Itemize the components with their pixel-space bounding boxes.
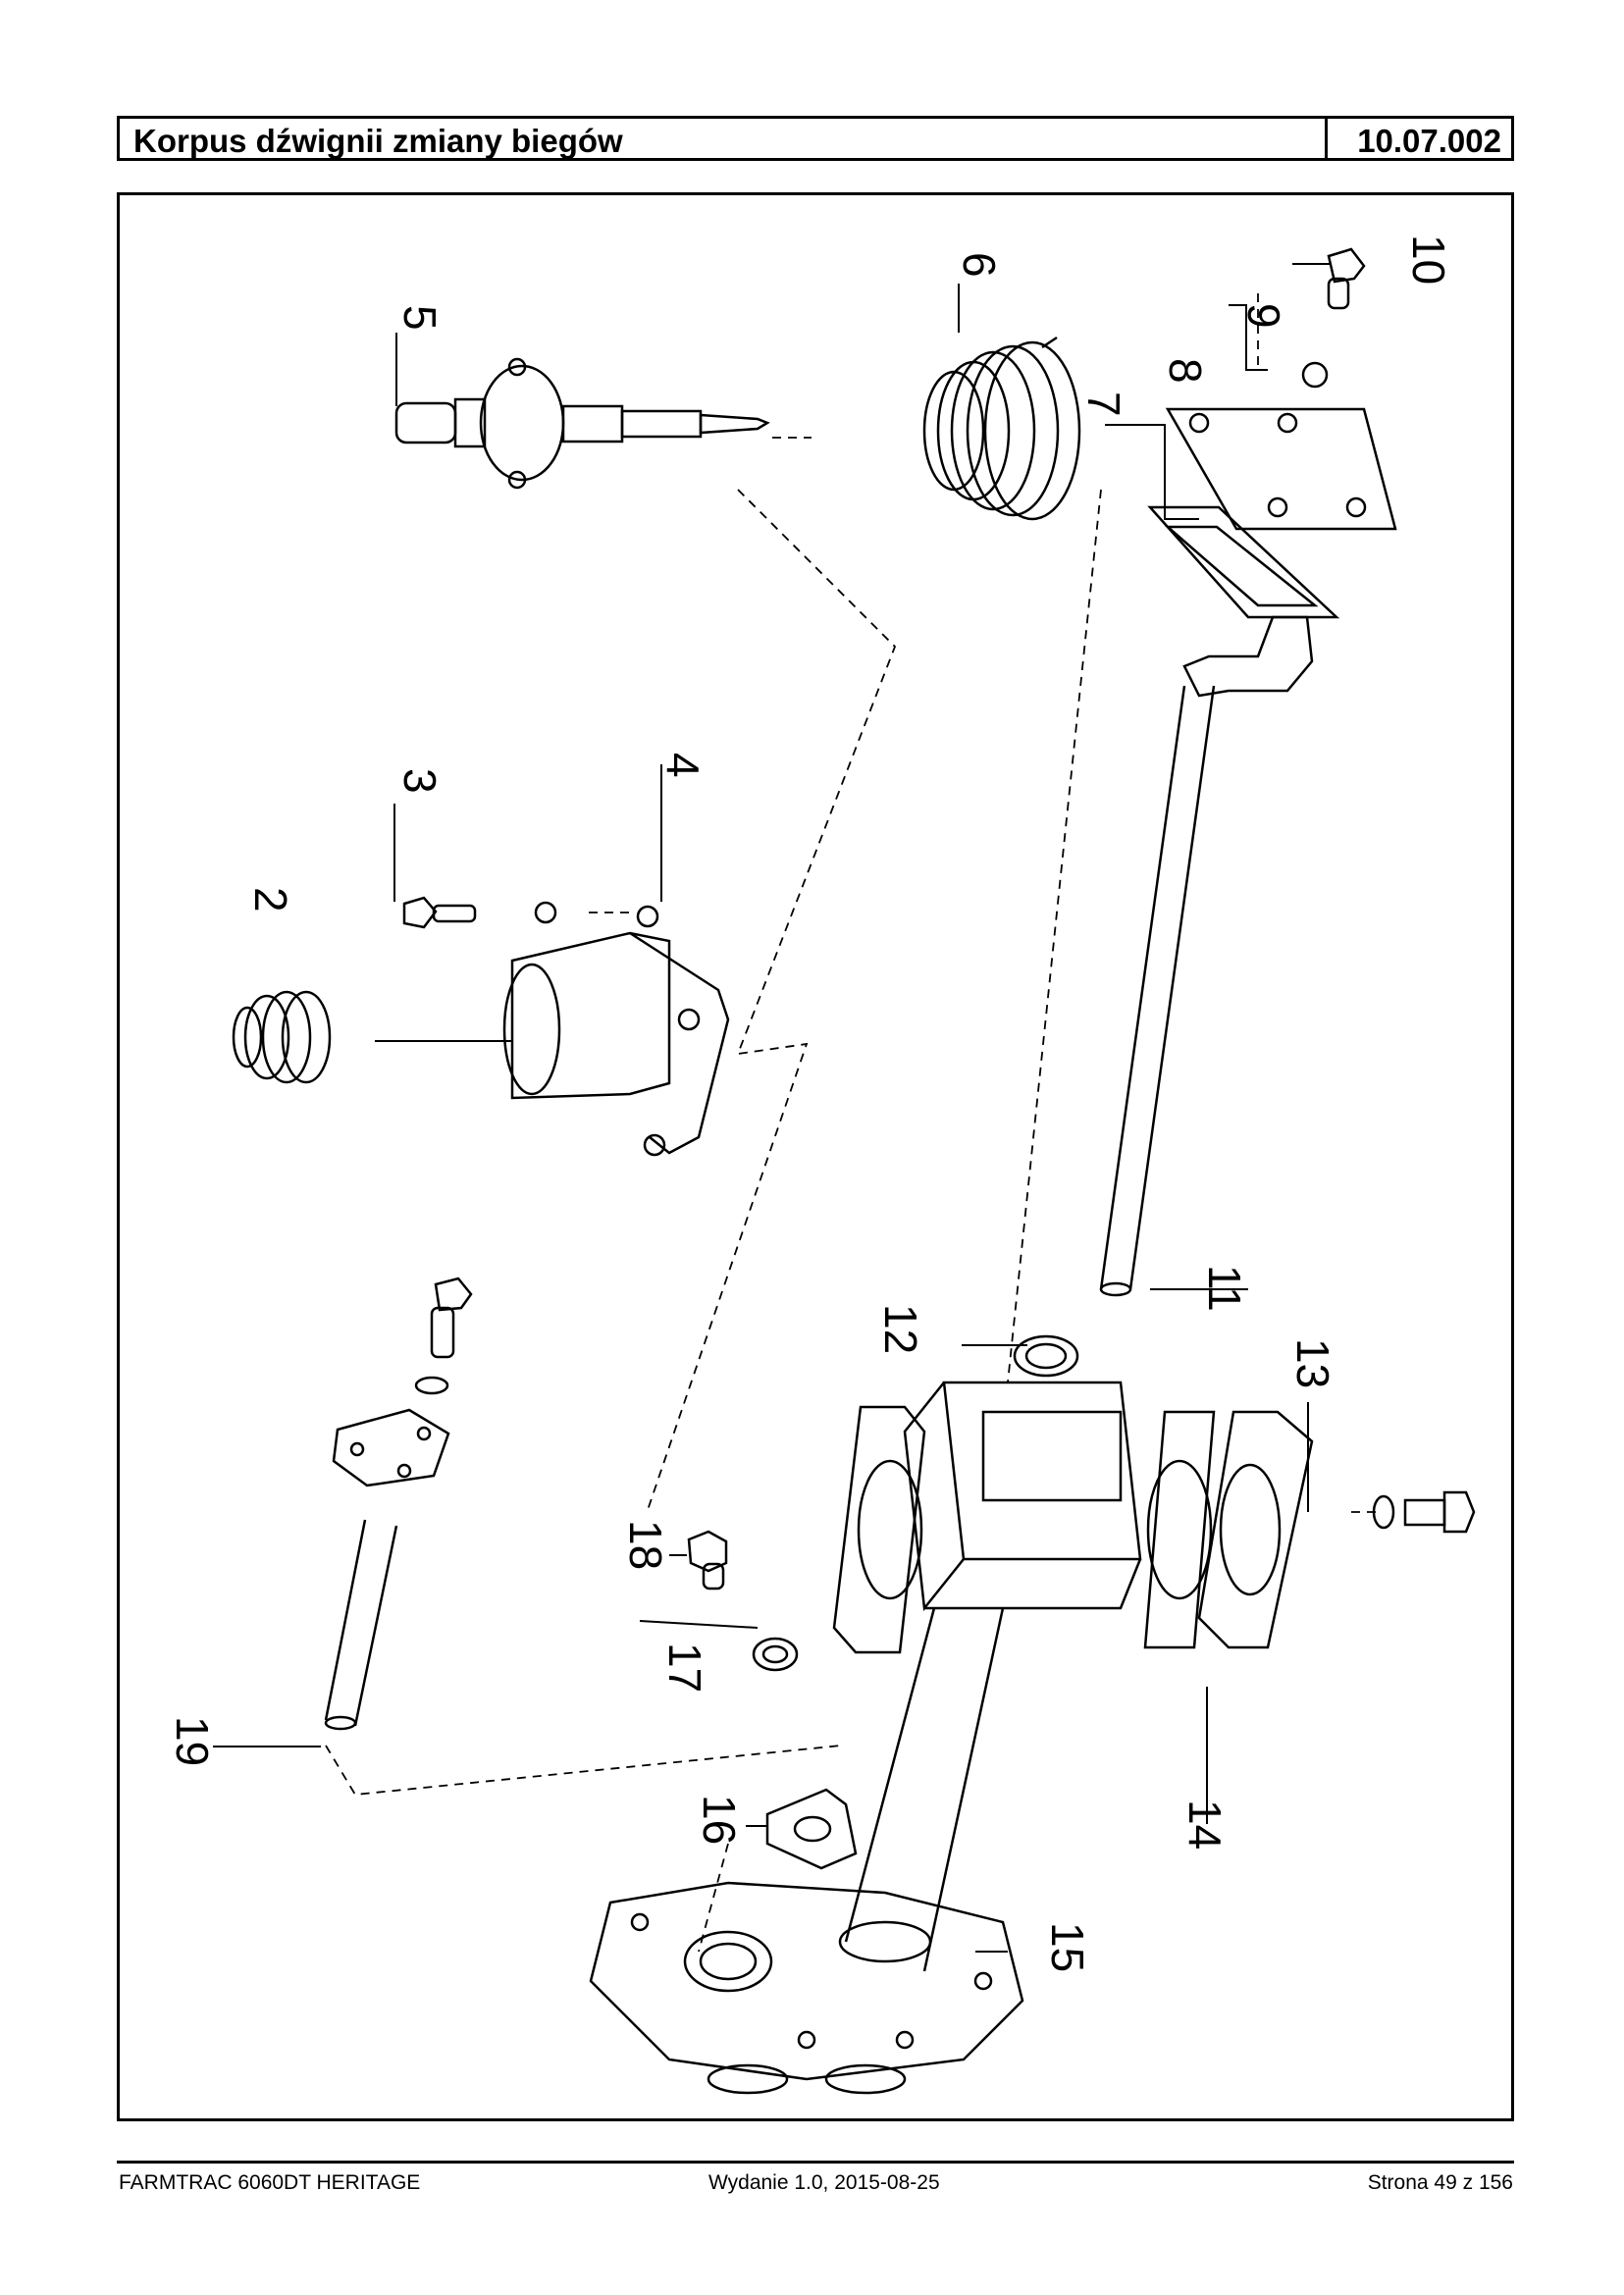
part-17-washer [752,1637,799,1672]
exploded-parts-diagram: 2 3 4 5 6 7 8 9 10 11 12 13 14 15 16 17 … [167,235,1476,2095]
part-3-washer [534,901,557,924]
part-label: 2 [245,887,296,913]
header-box: Korpus dźwignii zmiany biegów 10.07.002 [117,116,1514,161]
part-label: 17 [659,1643,710,1693]
part-18-nut [687,1530,728,1591]
part-label: 4 [657,753,708,778]
part-13-bolt [1372,1490,1476,1534]
part-13-cover [1197,1410,1314,1649]
part-label: 19 [167,1716,218,1766]
part-12-seal [1013,1334,1079,1378]
leader-lines [213,263,1332,1953]
part-3-bolt [402,896,477,929]
part-14-gasket [1143,1410,1216,1649]
part-8-plate [1165,407,1397,531]
part-label: 13 [1287,1338,1338,1388]
part-label: 6 [954,252,1005,278]
part-7-gasket [1147,505,1340,619]
part-label: 3 [394,768,445,794]
part-16-gasket-upper [832,1405,926,1654]
part-11-rod [1099,615,1314,1297]
footer-edition: Wydanie 1.0, 2015-08-25 [708,2171,940,2194]
footer-rule [117,2161,1514,2164]
part-label: 12 [875,1304,926,1354]
part-6-spring [922,336,1081,521]
part-19-pin [324,1408,450,1731]
part-15-housing-box [903,1381,1142,1612]
part-label: 9 [1238,303,1289,329]
part-10-bolt [1327,247,1366,310]
diagram-frame: 2 3 4 5 6 7 8 9 10 11 12 13 14 15 16 17 … [117,192,1514,2121]
part-15-base-flange [589,1881,1024,2095]
footer-page-number: Strona 49 z 156 [1367,2171,1513,2194]
part-4-housing [502,905,730,1157]
part-label: 5 [394,305,445,331]
page-title: Korpus dźwignii zmiany biegów [133,123,623,159]
part-label: 11 [1199,1265,1250,1312]
footer-model: FARMTRAC 6060DT HERITAGE [119,2171,421,2194]
alignment-lines [325,293,1376,1953]
section-code: 10.07.002 [1357,123,1501,159]
part-label: 16 [694,1795,745,1845]
part-5-shaft [394,357,770,490]
part-label: 15 [1042,1922,1093,1972]
part-15-tube [838,1607,1005,1972]
part-19-bolt [414,1277,473,1395]
part-label: 18 [620,1520,671,1570]
part-2-seal [232,990,332,1084]
part-16-gasket [765,1788,858,1870]
part-9-washer [1301,361,1329,389]
part-label: 8 [1160,358,1211,384]
part-label: 14 [1179,1799,1231,1850]
part-labels: 2 3 4 5 6 7 8 9 10 11 12 13 14 15 16 17 … [167,235,1454,1972]
header-divider [1325,119,1328,158]
part-label: 7 [1078,391,1129,417]
part-label: 10 [1403,235,1454,285]
